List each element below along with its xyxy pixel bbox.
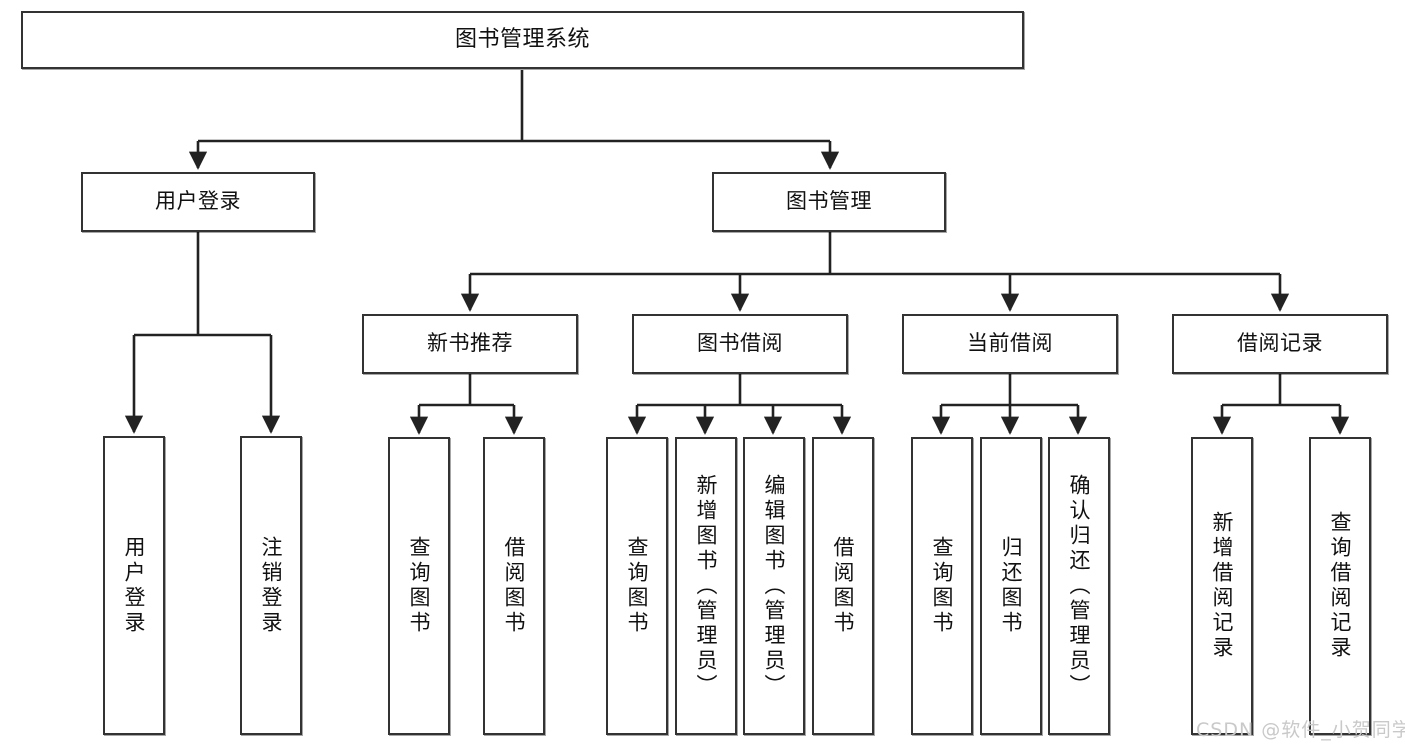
node-label: 归还图书 [999, 536, 1024, 636]
node-label: 查询图书 [625, 536, 650, 636]
node-label: 查询图书 [930, 536, 955, 636]
leaf-new-book-query[interactable]: 查询图书 [388, 437, 450, 735]
node-label: 当前借阅 [967, 331, 1053, 356]
leaf-borrow-record-query[interactable]: 查询借阅记录 [1309, 437, 1371, 735]
node-label: 借阅记录 [1237, 331, 1323, 356]
node-label: 图书借阅 [697, 331, 783, 356]
node-label: 新书推荐 [427, 331, 513, 356]
node-label: 新增借阅记录 [1210, 511, 1235, 661]
node-book-borrow[interactable]: 图书借阅 [632, 314, 848, 374]
leaf-book-borrow-borrow[interactable]: 借阅图书 [812, 437, 874, 735]
node-label: 借阅图书 [831, 536, 856, 636]
node-new-book-recommend[interactable]: 新书推荐 [362, 314, 578, 374]
leaf-current-borrow-confirm-return[interactable]: 确认归还（管理员） [1048, 437, 1110, 735]
node-root-book-management-system[interactable]: 图书管理系统 [21, 11, 1024, 69]
node-label: 查询图书 [407, 536, 432, 636]
node-book-management[interactable]: 图书管理 [712, 172, 946, 232]
node-label: 注销登录 [259, 535, 284, 636]
node-borrow-record[interactable]: 借阅记录 [1172, 314, 1388, 374]
leaf-borrow-record-add[interactable]: 新增借阅记录 [1191, 437, 1253, 735]
node-label: 查询借阅记录 [1328, 511, 1353, 661]
leaf-user-login-logout[interactable]: 注销登录 [240, 436, 302, 735]
node-current-borrow[interactable]: 当前借阅 [902, 314, 1118, 374]
node-label: 新增图书（管理员） [694, 473, 719, 699]
leaf-user-login-login[interactable]: 用户登录 [103, 436, 165, 735]
leaf-current-borrow-query[interactable]: 查询图书 [911, 437, 973, 735]
node-user-login[interactable]: 用户登录 [81, 172, 315, 232]
leaf-new-book-borrow[interactable]: 借阅图书 [483, 437, 545, 735]
leaf-book-borrow-query[interactable]: 查询图书 [606, 437, 668, 735]
node-label: 借阅图书 [502, 536, 527, 636]
leaf-book-borrow-add[interactable]: 新增图书（管理员） [675, 437, 737, 735]
csdn-watermark: CSDN @软件_小贺同学 [1196, 719, 1405, 741]
node-label: 用户登录 [155, 189, 241, 214]
leaf-current-borrow-return[interactable]: 归还图书 [980, 437, 1042, 735]
node-label: 确认归还（管理员） [1067, 473, 1092, 699]
node-label: 图书管理系统 [454, 26, 590, 52]
node-label: 用户登录 [122, 535, 147, 636]
leaf-book-borrow-edit[interactable]: 编辑图书（管理员） [743, 437, 805, 735]
node-label: 图书管理 [786, 189, 872, 214]
node-label: 编辑图书（管理员） [762, 473, 787, 699]
